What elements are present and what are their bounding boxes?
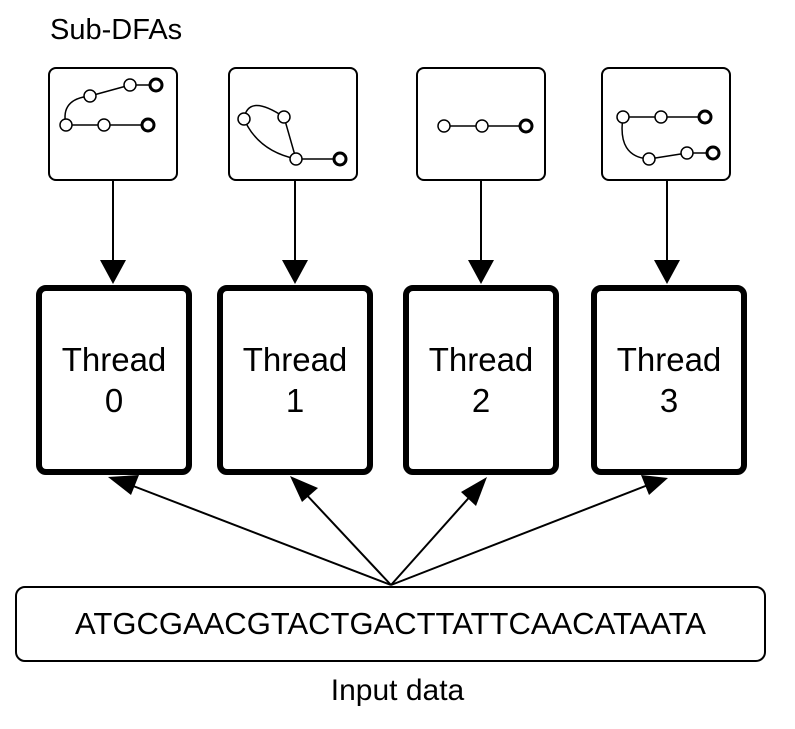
dfa-to-thread-arrowhead-1 [282,260,308,284]
thread-label: Thread [61,341,167,378]
input-to-thread-arrowhead-1 [290,476,318,502]
thread-box-0: Thread 0 [36,285,192,475]
sub-dfa-box-3 [601,67,731,181]
input-to-thread-arrow-3 [390,484,649,586]
sub-dfa-graph-1 [237,104,348,167]
sub-dfas-title: Sub-DFAs [50,14,183,46]
thread-label: Thread [616,341,722,378]
input-to-thread-arrow-2 [390,491,475,586]
sub-dfa-box-0 [48,67,178,181]
input-data-box: ATGCGAACGTACTGACTTATTCAACATAATA [15,586,766,662]
sub-dfa-box-2 [416,67,546,181]
dfa-to-thread-arrowhead-0 [100,260,126,284]
thread-index: 2 [471,382,491,419]
dfa-to-thread-arrowhead-2 [468,260,494,284]
input-to-thread-arrowhead-0 [108,475,139,495]
thread-index: 1 [285,382,305,419]
dfa-to-thread-arrowhead-3 [654,260,680,284]
input-to-thread-arrow-1 [302,490,392,586]
thread-index: 0 [104,382,124,419]
sub-dfa-box-1 [228,67,358,181]
input-sequence: ATGCGAACGTACTGACTTATTCAACATAATA [75,606,706,641]
thread-box-2: Thread 2 [403,285,559,475]
thread-label: Thread [428,341,534,378]
sub-dfa-graph-2 [437,118,534,134]
input-to-thread-arrowhead-3 [641,475,668,495]
thread-index: 3 [659,382,679,419]
thread-box-3: Thread 3 [591,285,747,475]
thread-label: Thread [242,341,348,378]
input-to-thread-arrowhead-2 [461,477,487,506]
input-to-thread-arrow-0 [127,483,392,586]
sub-dfa-graph-0 [59,77,164,133]
connectors [100,181,680,586]
input-data-caption: Input data [330,674,465,707]
thread-box-1: Thread 1 [217,285,373,475]
sub-dfa-graph-3 [616,109,721,166]
